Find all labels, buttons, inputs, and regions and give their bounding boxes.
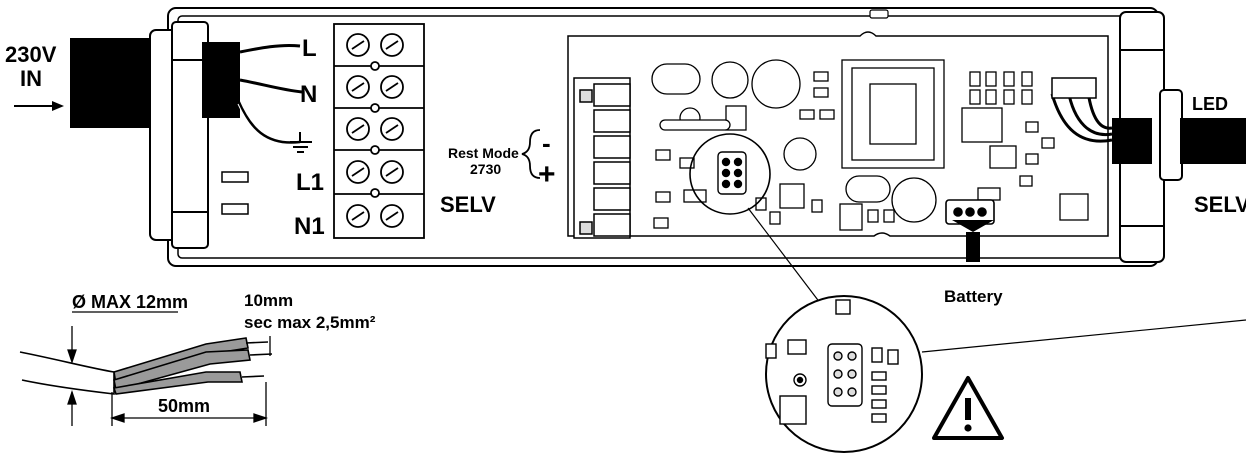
jumper-header [717,151,747,195]
plus-sign: + [538,158,556,191]
screw-slot [351,211,365,221]
housing-slot [221,171,249,183]
led-label: LED [1192,94,1228,114]
terminal-label-n1: N1 [294,213,325,240]
earth-ground-icon [290,132,312,153]
jumper-area-ring [689,133,771,215]
screw-slot [385,124,399,134]
rest-mode-connector [573,77,631,239]
arrow-down-icon [952,220,994,262]
screw-slot [385,82,399,92]
magnified-components [765,299,899,425]
rest-mode-label: Rest Mode [448,145,519,161]
rest-mode-code: 2730 [470,161,501,177]
screw-slot [351,82,365,92]
cable-strip-detail [19,337,273,395]
screw-slot [351,124,365,134]
terminal-label-n: N [300,81,317,108]
pcb-components [651,59,1089,231]
screw-slot [385,211,399,221]
minus-sign: - [542,128,551,158]
input-in-label: IN [20,66,42,91]
terminal-release [370,61,380,71]
screw-slot [351,167,365,177]
terminal-block [333,23,425,239]
warning-triangle-icon [932,376,1004,440]
cable-diameter-label: Ø MAX 12mm [72,292,188,312]
terminal-label-l: L [302,35,317,62]
terminal-label-l1: L1 [296,169,324,196]
screw-slot [385,167,399,177]
battery-label: Battery [944,287,1003,306]
pcb-board [567,31,1109,237]
cross-section-label: sec max 2,5mm² [244,313,376,332]
sheath-length-label: 50mm [158,396,210,416]
zoom-line-right [921,319,1246,353]
terminal-release [370,145,380,155]
screw-slot [351,40,365,50]
housing-slot [221,203,249,215]
strip-length-label: 10mm [244,291,293,310]
terminal-release [370,188,380,198]
brace [521,129,541,179]
arrow-right-icon [14,101,64,111]
selv-left-label: SELV [440,192,496,217]
selv-right-label: SELV [1194,192,1246,217]
terminal-release [370,103,380,113]
battery-connector [945,199,995,225]
input-voltage-label: 230V [5,42,57,67]
input-cable [70,38,303,148]
zoom-line-left [747,207,831,317]
output-cable [1050,77,1246,164]
screw-slot [385,40,399,50]
dimension-lines [67,311,271,426]
